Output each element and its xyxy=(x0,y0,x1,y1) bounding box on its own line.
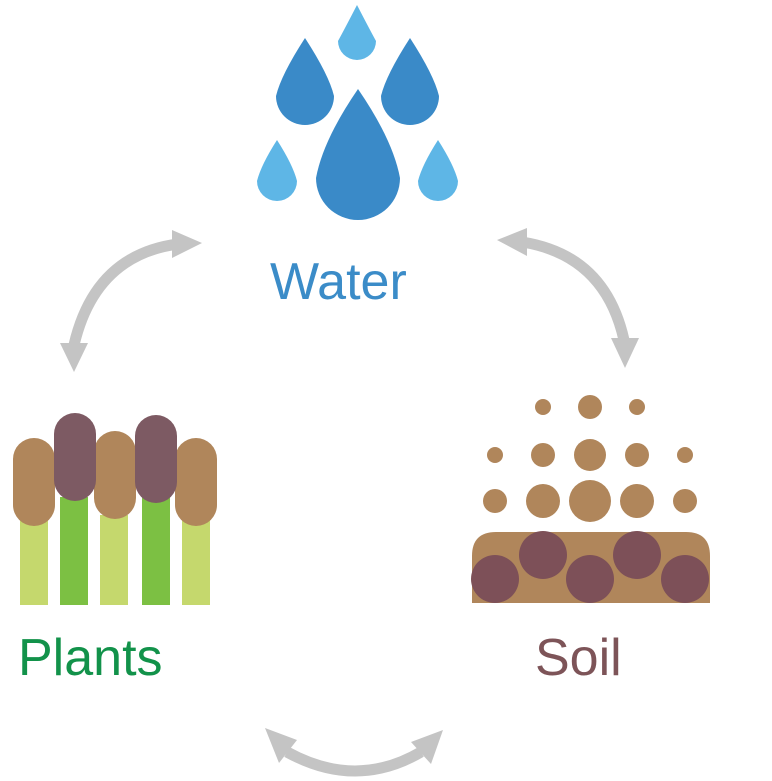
soil-label: Soil xyxy=(535,629,622,687)
water-label: Water xyxy=(270,253,407,311)
soil-icon xyxy=(471,395,710,603)
plants-label: Plants xyxy=(18,629,163,687)
arrow-plants-soil xyxy=(265,728,443,777)
plants-icon xyxy=(13,413,217,605)
arrow-water-soil xyxy=(497,228,639,368)
water-drops-icon xyxy=(257,5,458,220)
cycle-arrows xyxy=(60,228,639,777)
arrow-water-plants xyxy=(60,230,202,372)
